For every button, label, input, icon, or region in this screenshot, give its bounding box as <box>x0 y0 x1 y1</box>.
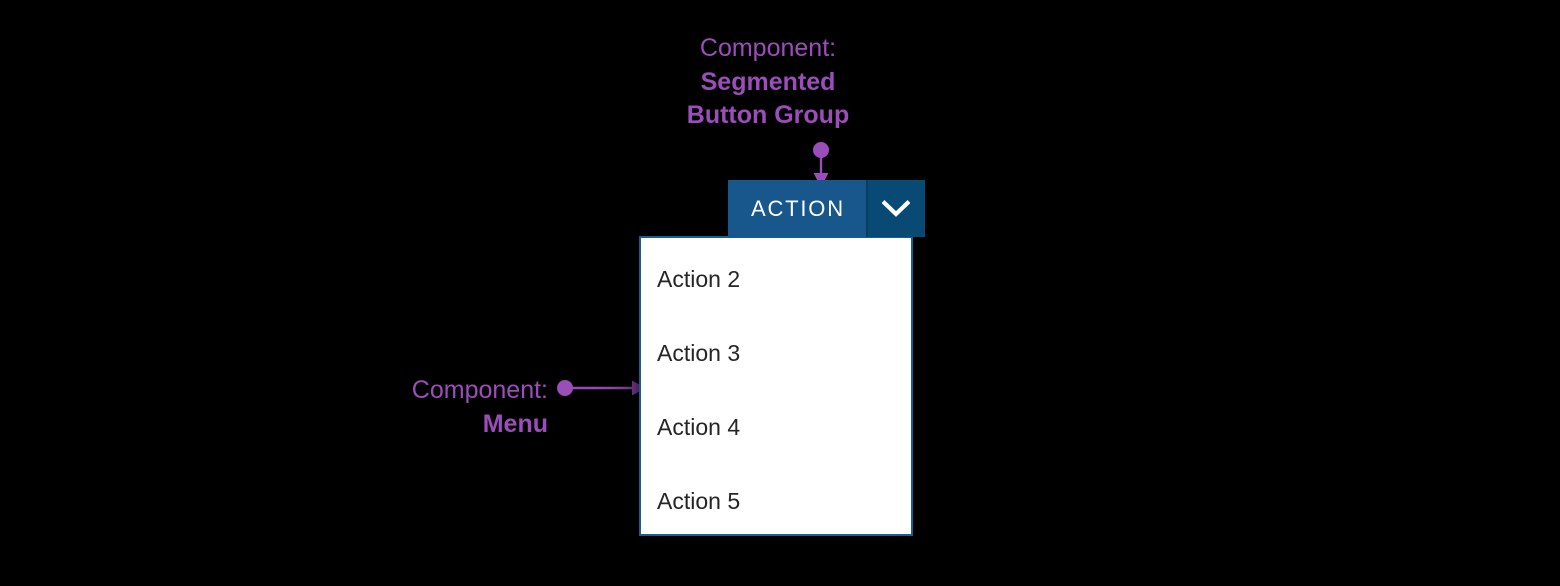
menu-item[interactable]: Action 4 <box>657 413 741 440</box>
menu-item[interactable]: Action 5 <box>657 487 741 514</box>
leader-line-left <box>557 380 646 396</box>
annotation-segmented-button-group: Component: Segmented Button Group <box>598 32 938 133</box>
segmented-button-group: ACTION <box>728 180 925 237</box>
annotation-label: Component: <box>411 376 548 404</box>
annotation-value: Menu <box>482 409 548 438</box>
annotation-label: Component: <box>699 34 837 62</box>
menu-item[interactable]: Action 3 <box>657 339 741 366</box>
segment-divider <box>865 180 868 237</box>
leader-line-top <box>813 142 829 187</box>
annotation-menu: Component: Menu <box>288 374 548 441</box>
menu-item[interactable]: Action 2 <box>657 265 741 292</box>
chevron-down-icon <box>882 199 911 218</box>
action-menu: Action 2 Action 3 Action 4 Action 5 <box>639 236 913 536</box>
menu-list: Action 2 Action 3 Action 4 Action 5 <box>641 238 911 538</box>
action-button[interactable]: ACTION <box>728 180 866 237</box>
action-dropdown-toggle-button[interactable] <box>867 180 925 237</box>
annotation-value-line-1: Segmented <box>700 67 836 96</box>
annotation-value-line-2: Button Group <box>686 101 850 129</box>
